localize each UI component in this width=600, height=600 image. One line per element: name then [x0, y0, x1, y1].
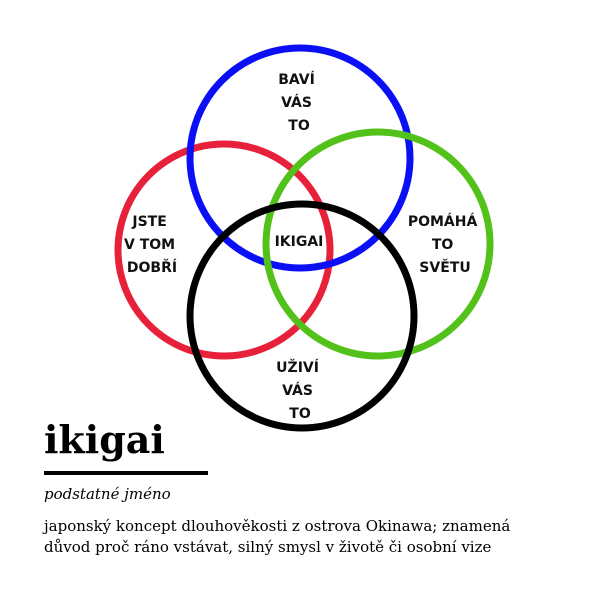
label-love: BAVÍ VÁS TO: [278, 71, 319, 134]
label-world-needs-line: POMÁHÁ: [408, 213, 478, 230]
circle-world-needs: [262, 128, 494, 360]
label-paid-for-line: TO: [289, 406, 311, 422]
label-good-at-line: DOBŘÍ: [127, 259, 177, 276]
label-world-needs-line: SVĚTU: [419, 259, 470, 276]
label-good-at: JSTE V TOM DOBŘÍ: [124, 214, 180, 276]
label-paid-for: UŽIVÍ VÁS TO: [276, 359, 324, 422]
label-world-needs: POMÁHÁ TO SVĚTU: [408, 213, 482, 276]
circle-good-at: [114, 140, 334, 360]
circle-love: [186, 44, 414, 272]
dictionary-headword: ikigai: [44, 417, 165, 462]
definition-line: japonský koncept dlouhověkosti z ostrova…: [44, 517, 511, 535]
label-paid-for-line: VÁS: [282, 382, 313, 399]
definition: japonský koncept dlouhověkosti z ostrova…: [44, 516, 510, 558]
label-good-at-line: V TOM: [124, 237, 175, 253]
label-center-ikigai: IKIGAI: [275, 234, 324, 250]
label-good-at-line: JSTE: [131, 214, 166, 230]
headword-underline: [44, 471, 208, 475]
label-world-needs-line: TO: [432, 237, 454, 253]
label-love-line: BAVÍ: [278, 71, 315, 88]
part-of-speech: podstatné jméno: [44, 485, 171, 503]
label-paid-for-line: UŽIVÍ: [276, 359, 319, 376]
label-love-line: TO: [288, 118, 310, 134]
circle-paid-for: [186, 200, 418, 432]
label-love-line: VÁS: [281, 94, 312, 111]
definition-line: důvod proč ráno vstávat, silný smysl v ž…: [44, 538, 492, 556]
ikigai-venn-diagram: BAVÍ VÁS TO JSTE V TOM DOBŘÍ POMÁHÁ TO S…: [114, 44, 494, 432]
